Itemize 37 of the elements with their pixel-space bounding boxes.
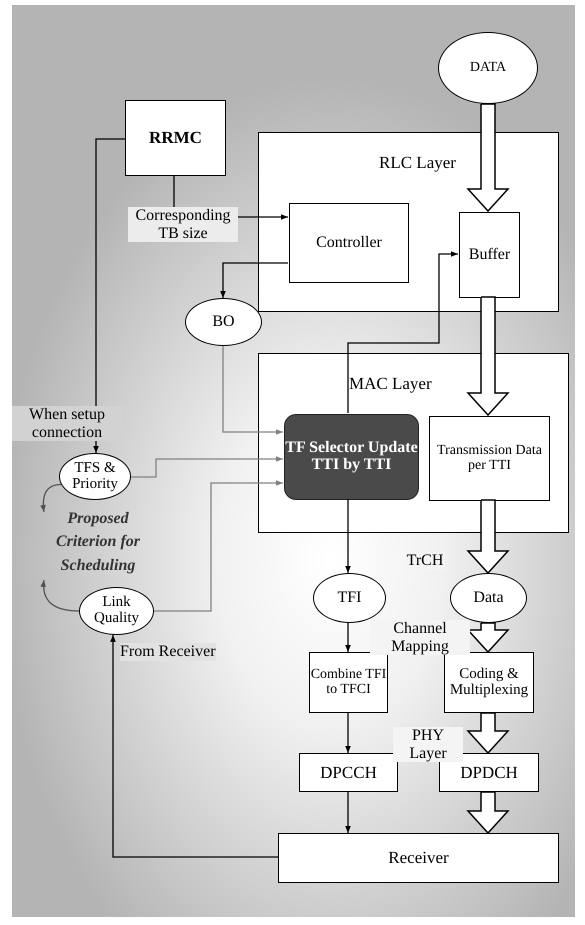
process-box: DPCCH <box>299 753 398 792</box>
layer-box <box>258 353 569 533</box>
layer-box <box>258 132 559 312</box>
process-box: RRMC <box>125 100 226 176</box>
layer-label: PHY Layer <box>393 727 463 762</box>
block-arrow <box>466 296 510 416</box>
process-box: Receiver <box>278 833 559 883</box>
block-arrow <box>466 499 510 574</box>
process-box: Buffer <box>459 212 520 298</box>
arrow <box>222 346 283 435</box>
block-arrow <box>466 103 510 212</box>
edge-label: Corresponding TB size <box>128 207 238 242</box>
arrow <box>40 580 80 612</box>
arrow <box>345 792 351 833</box>
layer-title: MAC Layer <box>349 374 432 394</box>
arrow <box>131 456 283 478</box>
arrow <box>345 713 351 753</box>
arrow <box>93 138 125 453</box>
process-box: Transmission Data per TTI <box>429 416 550 501</box>
process-box: Controller <box>289 203 409 283</box>
arrow <box>220 262 288 298</box>
process-box: Combine TFI to TFCI <box>309 652 388 713</box>
arrow <box>345 499 351 574</box>
selector-box: TF Selector Update TTI by TTI <box>284 414 419 500</box>
arrow <box>110 634 278 858</box>
arrow <box>347 251 458 413</box>
block-arrow <box>466 712 510 754</box>
layer-title: RLC Layer <box>379 153 456 173</box>
arrow <box>154 480 283 612</box>
block-arrow <box>466 791 510 834</box>
layer-label: TrCH <box>405 552 445 570</box>
arrow <box>345 622 351 652</box>
edge-label: When setup connection <box>12 406 122 442</box>
arrow <box>40 484 62 512</box>
edge-label: From Receiver <box>120 643 216 661</box>
criterion-note: Proposed Criterion for Scheduling <box>44 506 152 578</box>
layer-label: Channel Mapping <box>370 620 470 656</box>
